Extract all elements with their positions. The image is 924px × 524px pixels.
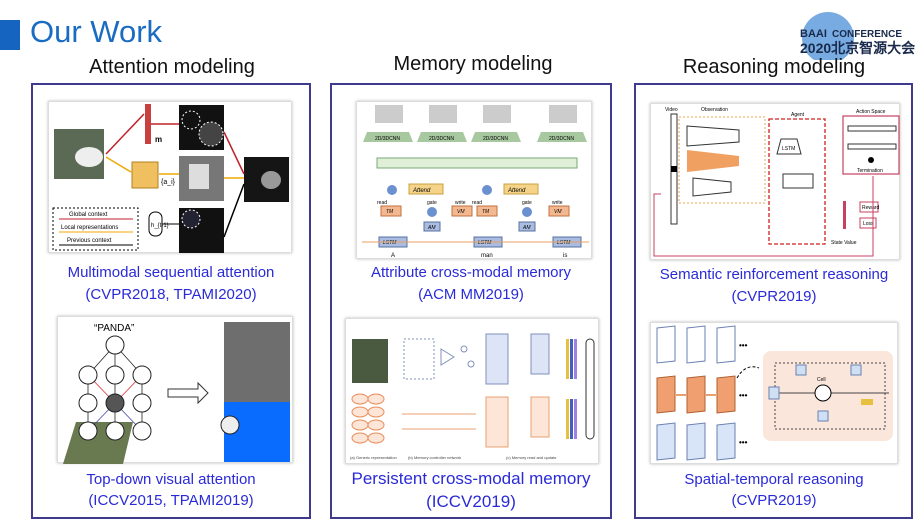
svg-text:Video: Video bbox=[665, 107, 678, 113]
svg-text:2D/3DCNN: 2D/3DCNN bbox=[429, 136, 454, 142]
caption-persistent-memory: Persistent cross-modal memory bbox=[351, 469, 591, 488]
svg-text:VM: VM bbox=[457, 209, 465, 215]
title-accent-bar bbox=[0, 20, 20, 50]
svg-text:A: A bbox=[391, 253, 395, 259]
figure-multimodal-attention: m {a_i} h_{t-1} Global context Local rep… bbox=[48, 101, 292, 253]
svg-text:Termination: Termination bbox=[857, 168, 883, 174]
svg-text:(a) Generic representation: (a) Generic representation bbox=[350, 455, 397, 460]
svg-text:is: is bbox=[563, 253, 567, 259]
svg-text:gate: gate bbox=[522, 200, 532, 206]
venue-spatial-temporal: (CVPR2019) bbox=[731, 492, 817, 509]
svg-text:LSTM: LSTM bbox=[383, 240, 397, 246]
svg-text:LSTM: LSTM bbox=[478, 240, 492, 246]
venue-semantic-reasoning: (CVPR2019) bbox=[731, 288, 817, 305]
caption-semantic-reasoning: Semantic reinforcement reasoning bbox=[659, 266, 889, 283]
svg-text:TM: TM bbox=[386, 209, 394, 215]
svg-text:Global context: Global context bbox=[69, 212, 108, 218]
svg-text:2D/3DCNN: 2D/3DCNN bbox=[483, 136, 508, 142]
svg-text:BAAI: BAAI bbox=[800, 28, 827, 40]
venue-multimodal-attention: (CVPR2018, TPAMI2020) bbox=[85, 286, 257, 303]
svg-text:“PANDA”: “PANDA” bbox=[94, 323, 134, 334]
svg-text:VM: VM bbox=[554, 209, 562, 215]
svg-text:Reward: Reward bbox=[862, 205, 879, 211]
svg-text:AM: AM bbox=[522, 225, 531, 231]
svg-text:(c) Memory read and update: (c) Memory read and update bbox=[506, 455, 557, 460]
conference-logo: BAAI CONFERENCE 2020北京智源大会 bbox=[776, 10, 924, 64]
venue-attribute-memory: (ACM MM2019) bbox=[418, 286, 524, 303]
caption-topdown-attention: Top-down visual attention bbox=[86, 471, 256, 488]
svg-text:Local representations: Local representations bbox=[61, 225, 118, 231]
svg-text:•••: ••• bbox=[739, 341, 748, 350]
slide-title: Our Work bbox=[30, 14, 163, 49]
svg-text:man: man bbox=[481, 253, 493, 259]
svg-text:write: write bbox=[552, 200, 563, 206]
svg-text:Attend: Attend bbox=[412, 188, 431, 194]
svg-text:Cell: Cell bbox=[817, 377, 826, 383]
caption-multimodal-attention: Multimodal sequential attention bbox=[67, 264, 275, 281]
heading-reasoning: Reasoning modeling bbox=[682, 56, 866, 78]
heading-memory: Memory modeling bbox=[393, 53, 553, 75]
svg-text:TM: TM bbox=[482, 209, 490, 215]
svg-text:Agent: Agent bbox=[791, 112, 805, 118]
svg-text:read: read bbox=[472, 200, 482, 206]
caption-spatial-temporal: Spatial-temporal reasoning bbox=[684, 471, 864, 488]
figure-persistent-memory: (a) Generic representation (b) Memory con… bbox=[345, 318, 599, 464]
svg-text:m: m bbox=[155, 135, 162, 144]
svg-text:CONFERENCE: CONFERENCE bbox=[832, 29, 902, 40]
venue-topdown-attention: (ICCV2015, TPAMI2019) bbox=[88, 492, 254, 509]
svg-text:Previous context: Previous context bbox=[67, 238, 112, 244]
svg-text:Loss: Loss bbox=[863, 221, 874, 227]
svg-text:LSTM: LSTM bbox=[782, 146, 795, 152]
svg-text:Observation: Observation bbox=[701, 107, 728, 113]
figure-topdown-attention: “PANDA” bbox=[57, 316, 293, 464]
svg-text:h_{t-1}: h_{t-1} bbox=[151, 223, 169, 229]
figure-spatial-temporal: ••• ••• ••• Cell bbox=[650, 322, 898, 464]
svg-text:write: write bbox=[455, 200, 466, 206]
svg-text:gate: gate bbox=[427, 200, 437, 206]
svg-text:2020北京智源大会: 2020北京智源大会 bbox=[800, 40, 916, 56]
svg-text:•••: ••• bbox=[739, 391, 748, 400]
svg-text:(b) Memory controller network: (b) Memory controller network bbox=[408, 455, 461, 460]
svg-text:Attend: Attend bbox=[507, 188, 526, 194]
venue-persistent-memory: (ICCV2019) bbox=[426, 492, 516, 511]
svg-text:2D/3DCNN: 2D/3DCNN bbox=[549, 136, 574, 142]
svg-text:LSTM: LSTM bbox=[557, 240, 571, 246]
svg-text:read: read bbox=[377, 200, 387, 206]
svg-text:State Value: State Value bbox=[831, 240, 857, 246]
svg-text:•••: ••• bbox=[739, 438, 748, 447]
figure-semantic-reasoning: Video Observation Agent LSTM Action Spac… bbox=[650, 103, 900, 260]
svg-text:AM: AM bbox=[427, 225, 436, 231]
svg-text:Action Space: Action Space bbox=[856, 109, 886, 115]
heading-attention: Attention modeling bbox=[89, 56, 255, 78]
svg-text:2D/3DCNN: 2D/3DCNN bbox=[375, 136, 400, 142]
caption-attribute-memory: Attribute cross-modal memory bbox=[370, 264, 572, 281]
svg-text:{a_i}: {a_i} bbox=[161, 179, 176, 186]
